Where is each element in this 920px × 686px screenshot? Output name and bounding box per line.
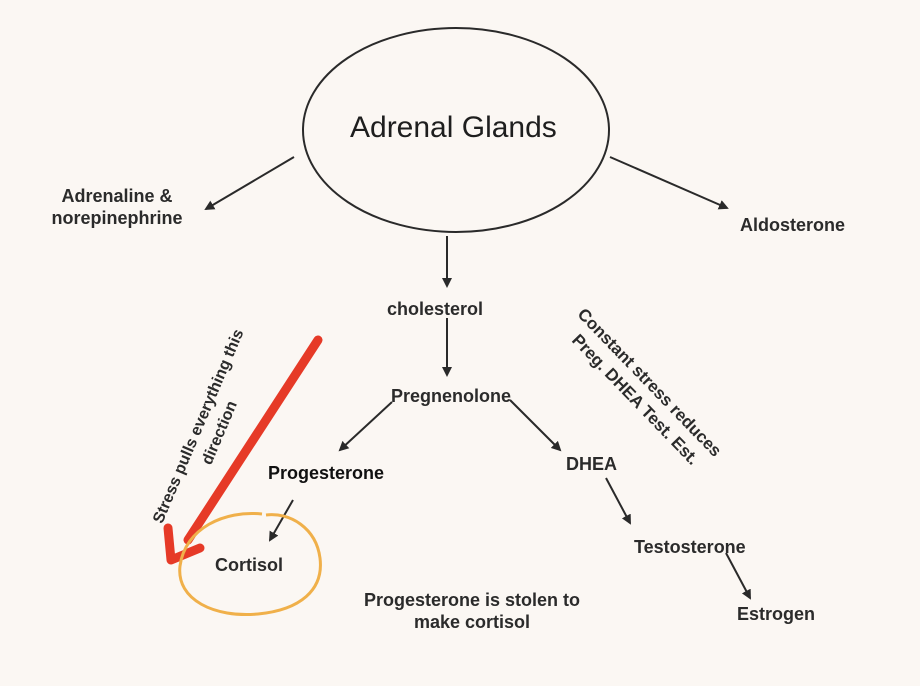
adrenaline-label-line2: norepinephrine — [51, 207, 183, 228]
arrow-to-testosterone — [605, 477, 631, 525]
stolen-note-line1: Progesterone is stolen to — [363, 590, 581, 610]
cortisol-label: Cortisol — [215, 555, 284, 575]
arrow-to-progesterone — [338, 401, 393, 452]
stress-note-line1: Stress pulls everything this — [150, 327, 247, 526]
stolen-note-line2: make cortisol — [413, 611, 531, 632]
adrenal-glands-label: Adrenal Glands — [350, 111, 557, 144]
arrow-to-cortisol — [269, 499, 294, 542]
dhea-label: DHEA — [566, 454, 618, 474]
adrenal-glands-ellipse — [302, 27, 610, 233]
arrow-to-estrogen — [725, 552, 751, 600]
estrogen-label: Estrogen — [737, 604, 816, 624]
pregnenolone-label: Pregnenolone — [391, 386, 512, 406]
stress-arrow-head — [163, 523, 205, 565]
testosterone-label: Testosterone — [634, 537, 746, 557]
cholesterol-label: cholesterol — [387, 299, 484, 319]
aldosterone-label: Aldosterone — [740, 215, 846, 235]
arrow-to-adrenaline — [204, 156, 295, 211]
arrow-to-aldosterone — [609, 156, 729, 210]
constant-note-line1: Constant stress reduces — [574, 305, 725, 461]
constant-stress-note: Constant stress reduces Preg. DHEA Test.… — [558, 305, 729, 480]
stolen-note: Progesterone is stolen to make cortisol — [352, 590, 592, 633]
progesterone-label: Progesterone — [268, 463, 385, 483]
adrenaline-label: Adrenaline & norepinephrine — [44, 186, 190, 229]
adrenaline-label-line1: Adrenaline & — [61, 186, 173, 206]
cortisol-highlight-circle — [178, 511, 322, 617]
arrow-to-dhea — [509, 399, 562, 452]
constant-note-line2: Preg. DHEA Test. Est. — [568, 330, 702, 468]
stress-arrow-shaft — [183, 335, 323, 545]
